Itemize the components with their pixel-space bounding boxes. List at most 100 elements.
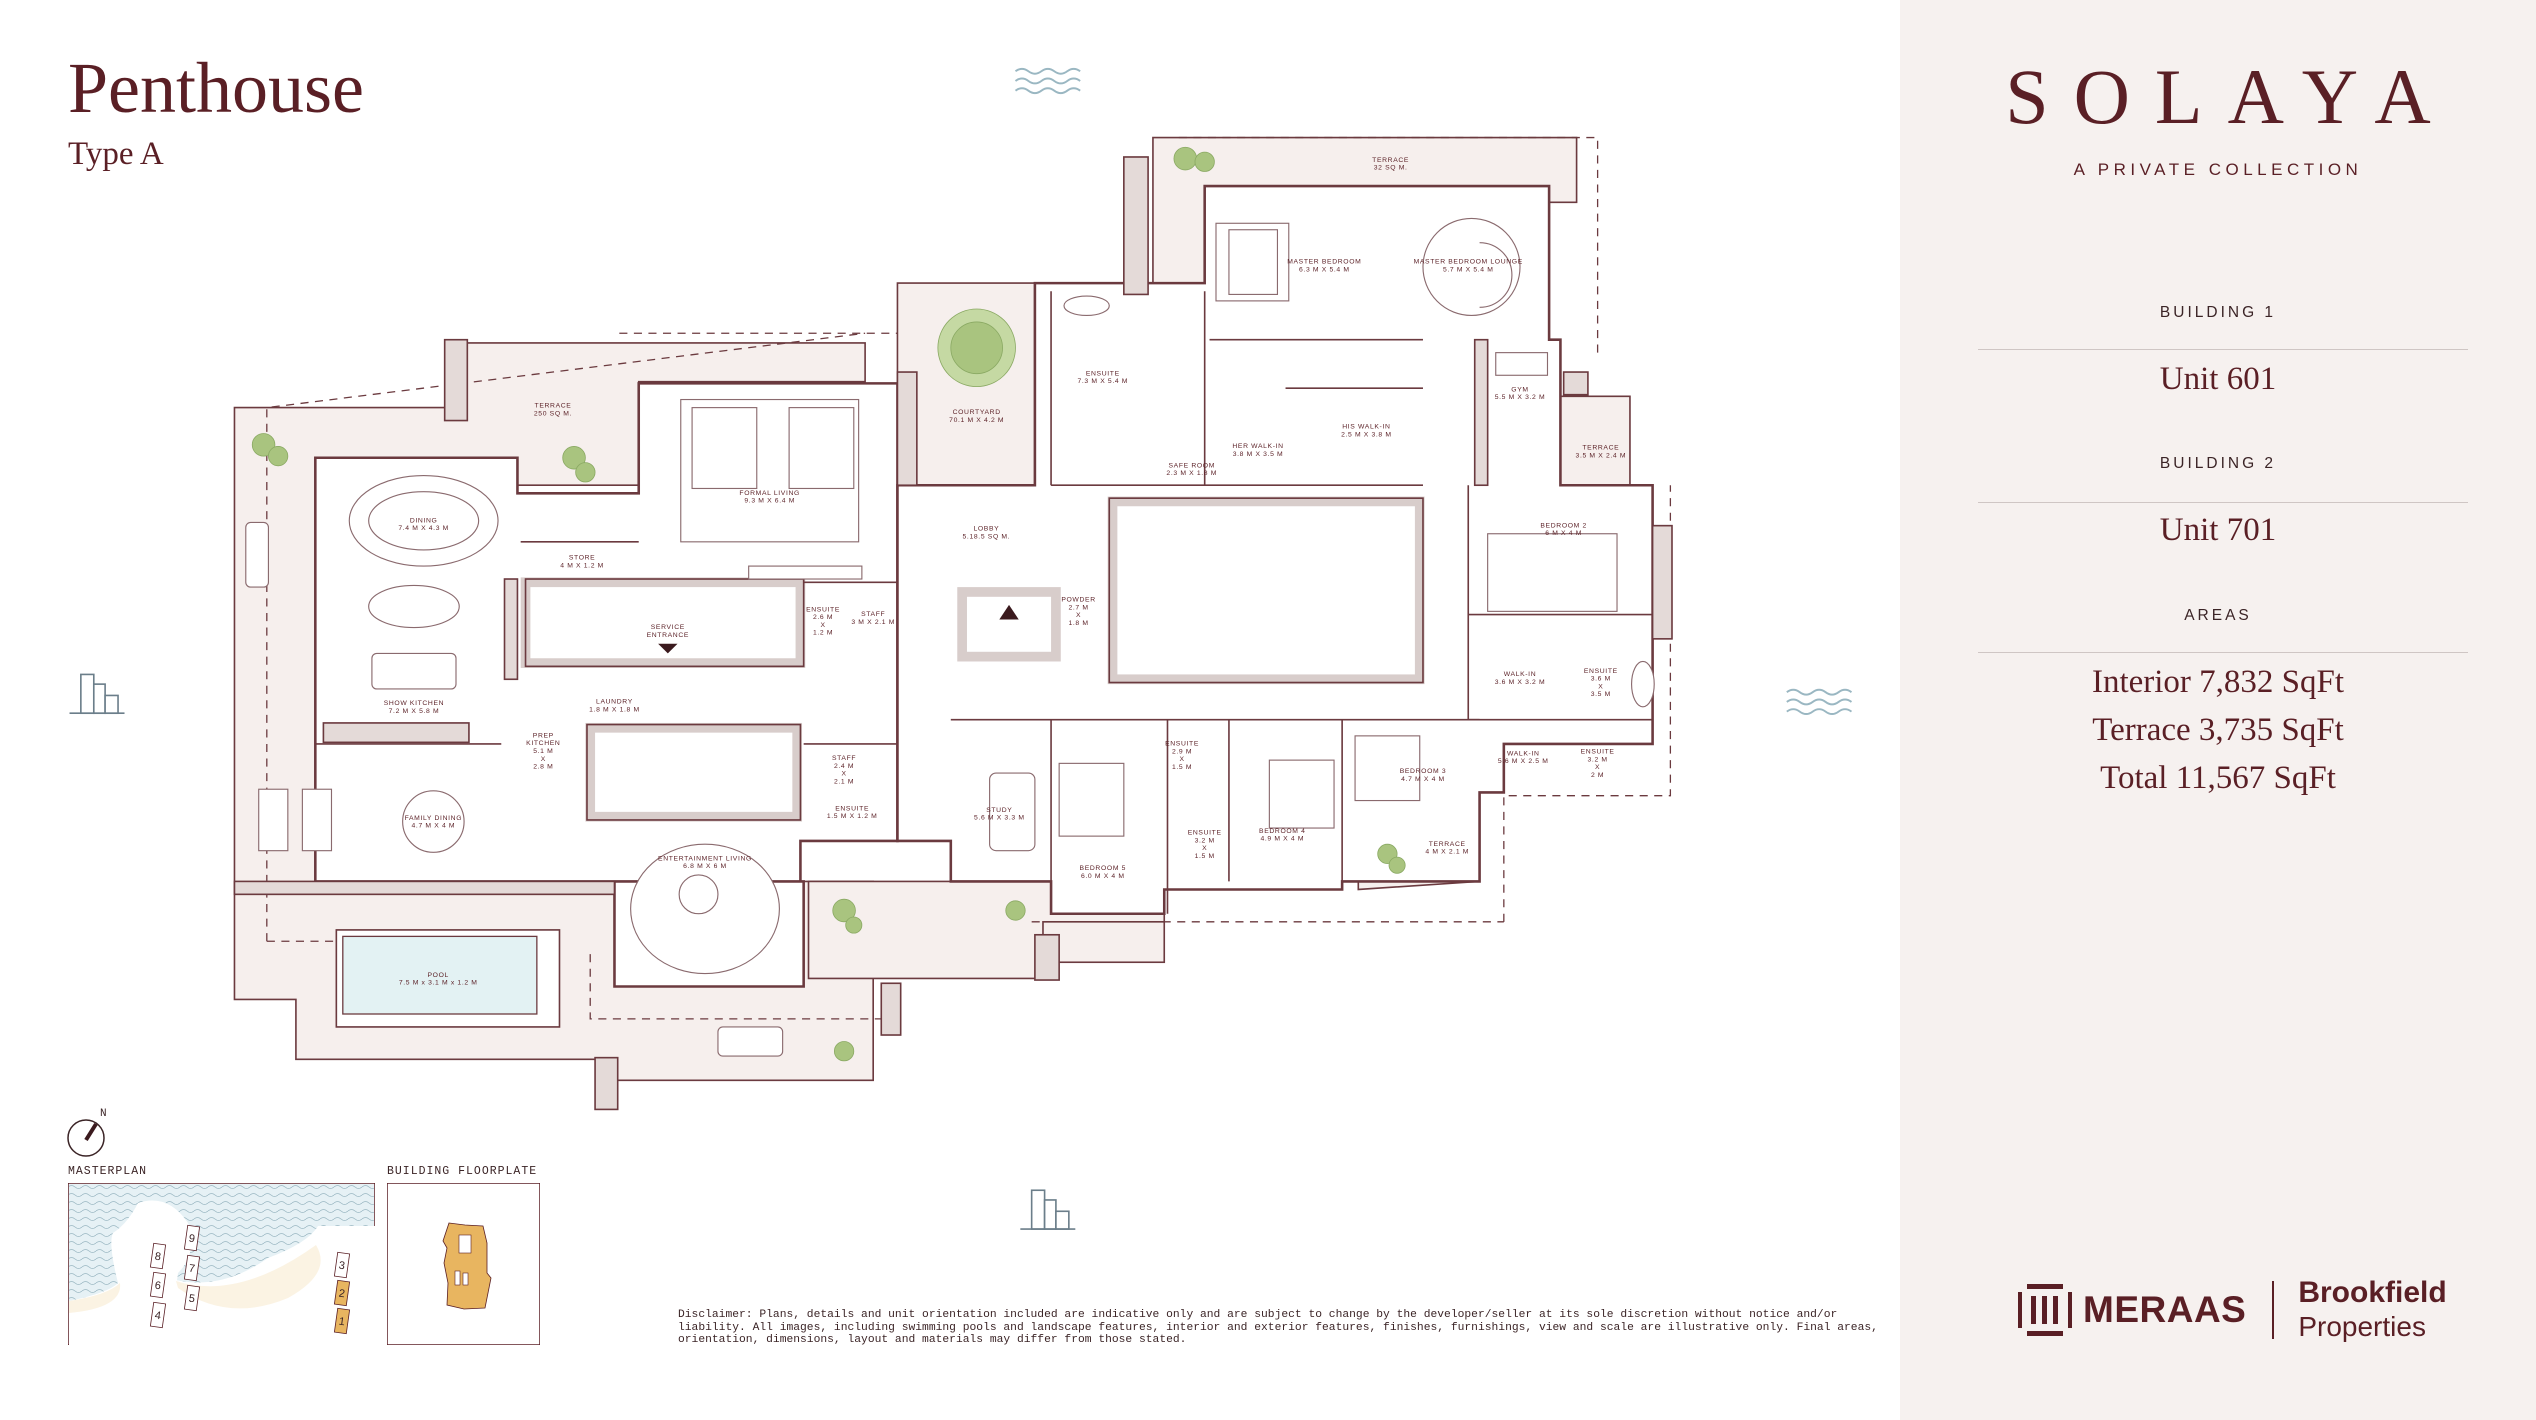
room-label-line: 2 M (1591, 772, 1604, 779)
interior-partitions (315, 291, 1653, 914)
room-label-line: ENSUITE (1165, 741, 1199, 748)
room-label-line: 4 M X 1.2 M (560, 562, 604, 569)
disclaimer-text: Disclaimer: Plans, details and unit orie… (678, 1309, 1878, 1346)
room-label-line: 3.2 M (1195, 837, 1215, 844)
room-label-line: 1.2 M (813, 630, 833, 637)
building-icon (69, 673, 125, 715)
room-label-line: ENSUITE (1581, 749, 1615, 756)
room-label-line: X (1598, 683, 1603, 690)
room-label-line: ENSUITE (835, 805, 869, 812)
building-2-heading: BUILDING 2 (2159, 455, 2277, 472)
room-label-line: 3.6 M X 3.2 M (1495, 679, 1546, 686)
room-label-line: BEDROOM 4 (1259, 828, 1306, 835)
divider (1978, 652, 2468, 653)
info-panel: SOLAYA A PRIVATE COLLECTION BUILDING 1 U… (1900, 0, 2536, 1420)
room-label-line: 70.1 M X 4.2 M (949, 417, 1004, 424)
room-label-line: ENSUITE (1584, 668, 1618, 675)
room-label-line: COURTYARD (953, 409, 1001, 416)
room-label-line: SAFE ROOM (1168, 462, 1215, 469)
masterplan-building-5: 5 (183, 1284, 201, 1312)
plants (251, 146, 1406, 1062)
room-label-line: 2.3 M X 1.8 M (1166, 470, 1217, 477)
room-label-line: 7.4 M X 4.3 M (398, 525, 449, 532)
room-label-line: 2.9 M (1172, 748, 1192, 755)
masterplan-building-7: 7 (183, 1254, 201, 1282)
room-label-line: STAFF (832, 755, 856, 762)
entrance-arrow-icon (999, 604, 1019, 620)
room-label-line: X (1595, 764, 1600, 771)
compass-north-label: N (100, 1108, 107, 1120)
room-label-line: 6.0 M X 4 M (1081, 873, 1125, 880)
room-label-line: 4.7 M X 4 M (1401, 776, 1445, 783)
meraas-logo-icon (2018, 1284, 2072, 1336)
room-label-line: 32 SQ M. (1374, 165, 1408, 172)
room-label-line: GYM (1511, 386, 1528, 393)
room-label-line: 5.5 M X 3.2 M (1495, 394, 1546, 401)
room-label-line: 1.8 M X 1.8 M (589, 706, 640, 713)
room-label-line: STAFF (861, 611, 885, 618)
room-label-line: 6 M X 4 M (1545, 530, 1582, 537)
room-label-line: POWDER (1061, 597, 1095, 604)
floorplan-area: Penthouse Type A (67, 48, 1878, 1346)
room-label-line: 1.5 M (1195, 853, 1215, 860)
room-label-line: 250 SQ M. (534, 410, 572, 417)
building-floorplate-map (387, 1183, 540, 1345)
masterplan-building-2: 2 (333, 1279, 351, 1307)
masterplan-building-4: 4 (149, 1301, 167, 1329)
room-label-line: STORE (569, 555, 595, 562)
page-title: Penthouse (68, 48, 364, 128)
brookfield-text: Brookfield (2298, 1276, 2447, 1309)
masterplan-building-number: 1 (338, 1316, 346, 1329)
room-label-line: 3.8 M X 3.5 M (1233, 451, 1284, 458)
room-label-line: ENSUITE (1188, 830, 1222, 837)
divider (1978, 502, 2468, 503)
room-label-line: 6.8 M X 6 M (683, 863, 727, 870)
masterplan-building-number: 5 (188, 1293, 196, 1306)
compass-icon: N (67, 1108, 107, 1157)
room-label-line: 7.5 M x 3.1 M x 1.2 M (399, 980, 478, 987)
room-label-line: 4.7 M X 4 M (412, 823, 456, 830)
service-voids (520, 496, 1425, 822)
room-label-line: 2.1 M (834, 778, 854, 785)
room-label-line: TERRACE (1582, 445, 1619, 452)
masterplan-building-number: 3 (338, 1260, 346, 1273)
building-icon (1020, 1189, 1076, 1230)
room-label-line: 6.3 M X 5.4 M (1299, 266, 1350, 273)
room-label-line: 2.5 M X 3.8 M (1341, 431, 1392, 438)
room-label-line: TERRACE (1429, 841, 1466, 848)
area-total: Total 11,567 SqFt (2100, 760, 2336, 796)
masterplan-building-6: 6 (149, 1271, 167, 1299)
room-label-line: FAMILY DINING (405, 815, 463, 822)
room-label-line: 4 M X 2.1 M (1425, 849, 1469, 856)
room-label-line: 2.8 M (533, 764, 553, 771)
room-label-line: 3.5 M (1591, 691, 1611, 698)
room-label-line: 3.6 M (1591, 676, 1611, 683)
furniture (245, 217, 1655, 1057)
developer-logos: MERAAS Brookfield Properties (2017, 1276, 2447, 1342)
room-label-line: ENTRANCE (647, 632, 689, 639)
areas-heading: AREAS (2184, 607, 2252, 624)
masterplan-building-number: 2 (338, 1288, 346, 1301)
